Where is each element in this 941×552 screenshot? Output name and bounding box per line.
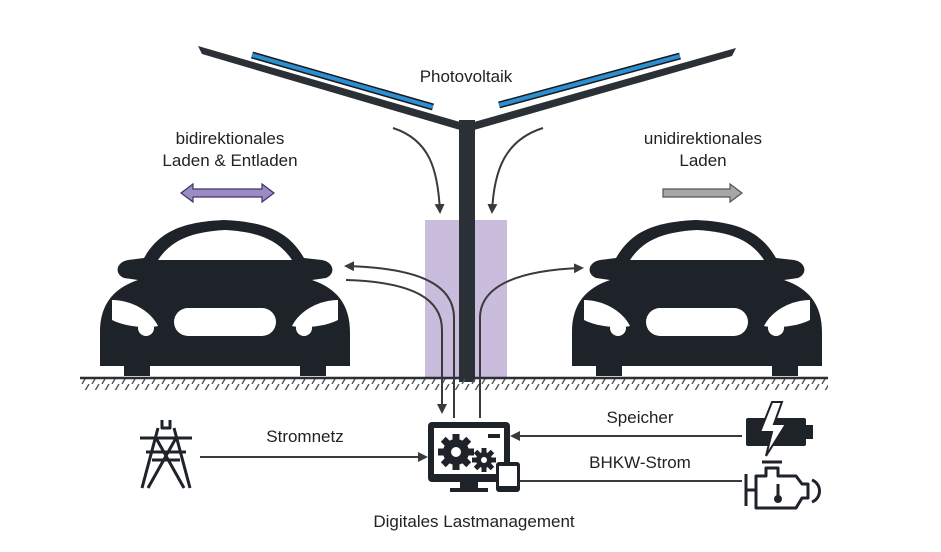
- bidirectional-label-line2: Laden & Entladen: [162, 151, 298, 170]
- bidirectional-arrow: [180, 182, 275, 204]
- charge-flow-right: [479, 263, 584, 418]
- battery-lightning-icon: [746, 401, 813, 457]
- engine-icon: [744, 460, 821, 510]
- unidirectional-arrow: [662, 182, 743, 204]
- bhkw-label: BHKW-Strom: [589, 453, 691, 472]
- pv-flow-arrow-left: [392, 127, 445, 214]
- car-right: [572, 220, 822, 376]
- charge-flow-left-out: [344, 261, 455, 418]
- car-left: [100, 220, 350, 376]
- solar-carport: [198, 46, 736, 382]
- power-tower-icon: [140, 420, 192, 489]
- unidirectional-label-line1: unidirektionales: [643, 129, 763, 148]
- pv-flow-arrow-right: [487, 127, 544, 214]
- stromnetz-label: Stromnetz: [266, 427, 344, 446]
- bidirectional-label-line1: bidirektionales: [175, 129, 285, 148]
- charge-flow-left-in: [345, 279, 447, 414]
- speicher-label: Speicher: [606, 408, 674, 427]
- lastmanagement-label: Digitales Lastmanagement: [373, 512, 575, 531]
- photovoltaik-label: Photovoltaik: [419, 67, 513, 86]
- gears-monitor-icon: [428, 422, 520, 492]
- unidirectional-label-line2: Laden: [679, 151, 727, 170]
